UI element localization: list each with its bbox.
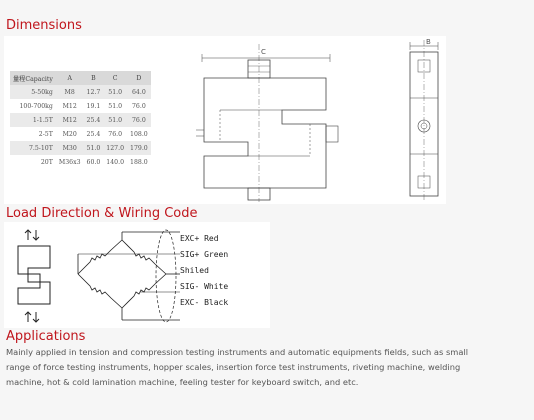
- cell: 100-700kg: [19, 102, 53, 110]
- dimensions-figure: 量程Capacity A B C D 5-50kg M8 12.7 51.0 6…: [4, 36, 446, 204]
- cell: 12.7: [83, 85, 104, 99]
- table-row: 2-5T M20 25.4 76.0 108.0: [10, 127, 151, 141]
- cell: 76.0: [131, 102, 146, 110]
- applications-line-2: range of force testing instruments, hopp…: [6, 362, 461, 372]
- cell: 51.0: [83, 141, 104, 155]
- header-d: D: [127, 71, 151, 85]
- wire-label-sig-minus: SIG- White: [180, 282, 229, 291]
- cell: 25.4: [83, 113, 104, 127]
- cell: 19.1: [86, 102, 101, 110]
- cell: 127.0: [103, 141, 128, 155]
- table-row: 1-1.5T M12 25.4 51.0 76.0: [10, 113, 151, 127]
- header-c: C: [103, 71, 128, 85]
- table-row: 5-50kg M8 12.7 51.0 64.0: [10, 85, 151, 99]
- cell: 64.0: [127, 85, 151, 99]
- cell: M20: [62, 130, 77, 138]
- dimension-c-label: C: [261, 48, 266, 56]
- wiring-figure: EXC+ Red SIG+ Green Shiled SIG- White EX…: [4, 222, 270, 328]
- arrow-down-icon: [32, 312, 40, 323]
- dimension-b-label: B: [426, 38, 431, 46]
- applications-text: Mainly applied in tension and compressio…: [6, 345, 530, 390]
- header-b: B: [83, 71, 104, 85]
- cell: M12: [62, 102, 77, 110]
- cell: M30: [55, 141, 84, 155]
- wire-label-shield: Shiled: [180, 266, 209, 275]
- cell: 179.0: [127, 141, 151, 155]
- dimensions-table: 量程Capacity A B C D 5-50kg M8 12.7 51.0 6…: [10, 71, 151, 169]
- cell: 76.0: [108, 130, 123, 138]
- cell: 7.5-10T: [10, 141, 56, 155]
- cell: 51.0: [108, 102, 123, 110]
- table-header-row: 量程Capacity A B C D: [10, 71, 151, 85]
- dimensions-heading: Dimensions: [6, 18, 82, 33]
- cell: 140.0: [106, 158, 125, 166]
- arrow-up-icon: [24, 311, 32, 322]
- cell: 5-50kg: [10, 85, 56, 99]
- cell: 1-1.5T: [10, 113, 56, 127]
- header-capacity: 量程Capacity: [10, 71, 56, 85]
- wheatstone-bridge-diagram: [77, 229, 180, 323]
- wire-label-list: EXC+ Red SIG+ Green Shiled SIG- White EX…: [180, 234, 228, 314]
- table-row: 20T M36x3 60.0 140.0 188.0: [10, 155, 151, 169]
- load-cell-front-view-drawing: C: [196, 44, 339, 202]
- applications-heading: Applications: [6, 329, 86, 344]
- cell: 60.0: [86, 158, 101, 166]
- cell: 108.0: [130, 130, 148, 138]
- cell: 51.0: [103, 85, 128, 99]
- cell: M36x3: [58, 158, 81, 166]
- table-row: 7.5-10T M30 51.0 127.0 179.0: [10, 141, 151, 155]
- cell: 2-5T: [38, 130, 53, 138]
- cell: 25.4: [86, 130, 101, 138]
- wire-label-exc-plus: EXC+ Red: [180, 234, 219, 243]
- load-direction-drawing: [17, 229, 51, 323]
- cell: M12: [55, 113, 84, 127]
- header-a: A: [55, 71, 84, 85]
- cell: 188.0: [130, 158, 148, 166]
- cell: M8: [55, 85, 84, 99]
- table-row: 100-700kg M12 19.1 51.0 76.0: [10, 99, 151, 113]
- cell: 20T: [40, 158, 53, 166]
- arrow-down-icon: [32, 230, 40, 241]
- load-cell-side-view-drawing: B: [409, 38, 439, 202]
- cell: 51.0: [103, 113, 128, 127]
- applications-line-3: machine, hot & cold lamination machine, …: [6, 377, 359, 387]
- load-wiring-heading: Load Direction & Wiring Code: [6, 206, 198, 221]
- wire-label-sig-plus: SIG+ Green: [180, 250, 229, 259]
- cell: 76.0: [127, 113, 151, 127]
- arrow-up-icon: [24, 229, 32, 240]
- wire-label-exc-minus: EXC- Black: [180, 298, 229, 307]
- applications-line-1: Mainly applied in tension and compressio…: [6, 347, 469, 357]
